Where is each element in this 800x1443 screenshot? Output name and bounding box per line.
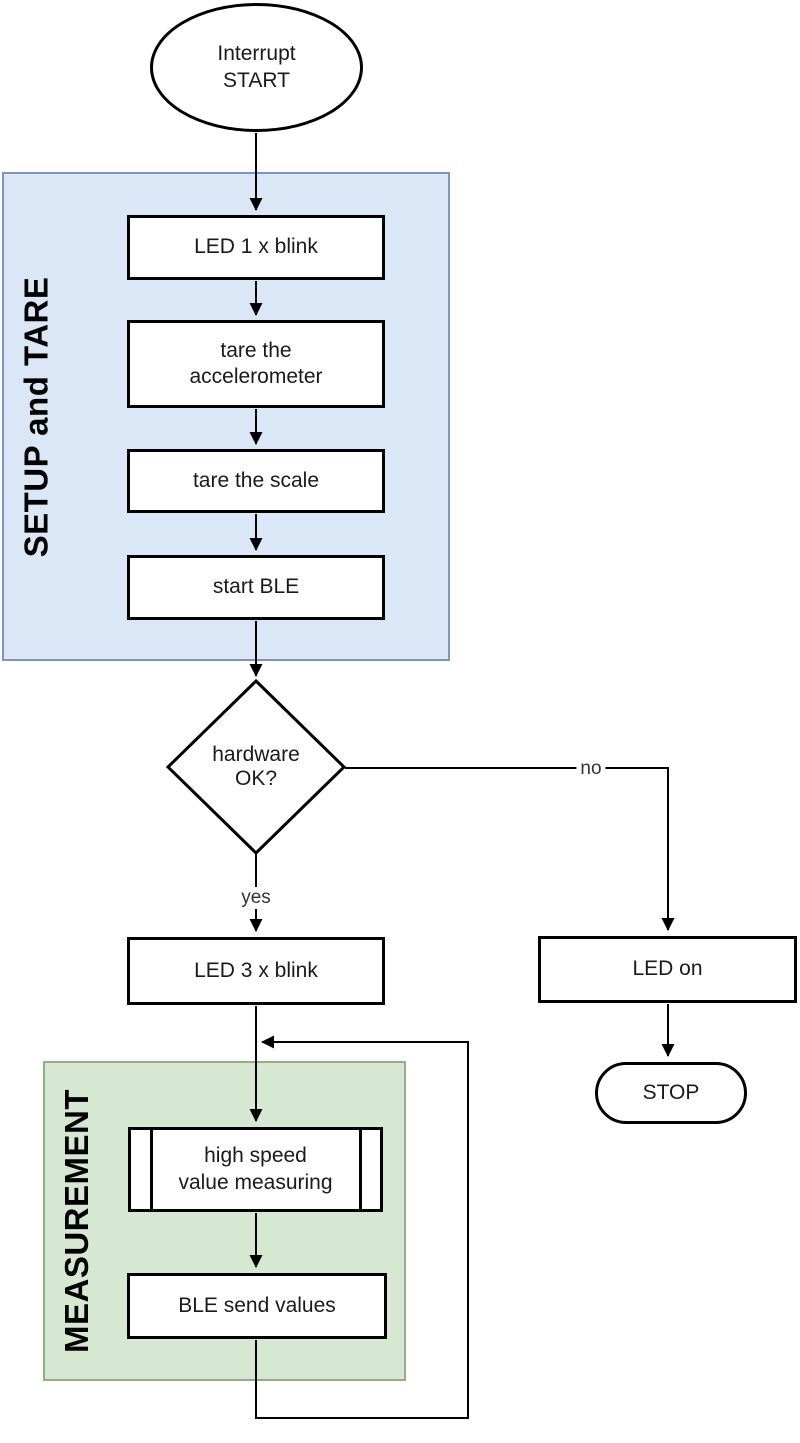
predefined-process-left-bar [150, 1130, 153, 1209]
decision-diamond-shape [166, 679, 346, 855]
process-ble-send-values-label: BLE send values [178, 1293, 336, 1317]
decision-hardware-ok: hardware OK? [166, 679, 346, 855]
terminal-start-label: Interrupt START [217, 42, 296, 92]
predefined-process-right-bar [359, 1130, 362, 1209]
process-tare-scale: tare the scale [127, 449, 385, 513]
edge-loop-back [255, 1035, 469, 1419]
process-led-3-blink: LED 3 x blink [127, 937, 385, 1005]
process-ble-send-values: BLE send values [127, 1273, 387, 1339]
edge-label-yes: yes [237, 887, 275, 909]
process-led-on: LED on [538, 936, 797, 1003]
edge-decision-no-to-led-on [345, 767, 675, 931]
predefined-process-high-speed-measuring: high speed value measuring [128, 1127, 383, 1212]
process-led-1-blink: LED 1 x blink [127, 215, 385, 280]
terminal-start: Interrupt START [150, 3, 363, 132]
terminal-stop: STOP [595, 1062, 747, 1124]
process-tare-accelerometer-label: tare the accelerometer [189, 338, 323, 388]
process-led-1-blink-label: LED 1 x blink [194, 235, 318, 259]
process-led-3-blink-label: LED 3 x blink [194, 958, 318, 982]
decision-hardware-ok-label: hardware OK? [212, 743, 300, 790]
process-tare-scale-label: tare the scale [192, 468, 320, 492]
edge-label-no: no [576, 758, 606, 780]
predefined-process-high-speed-label: high speed value measuring [178, 1144, 333, 1194]
terminal-stop-label: STOP [642, 1080, 700, 1104]
process-start-ble-label: start BLE [212, 575, 300, 599]
process-start-ble: start BLE [127, 555, 385, 620]
process-tare-accelerometer: tare the accelerometer [127, 320, 385, 408]
process-led-on-label: LED on [632, 957, 703, 981]
